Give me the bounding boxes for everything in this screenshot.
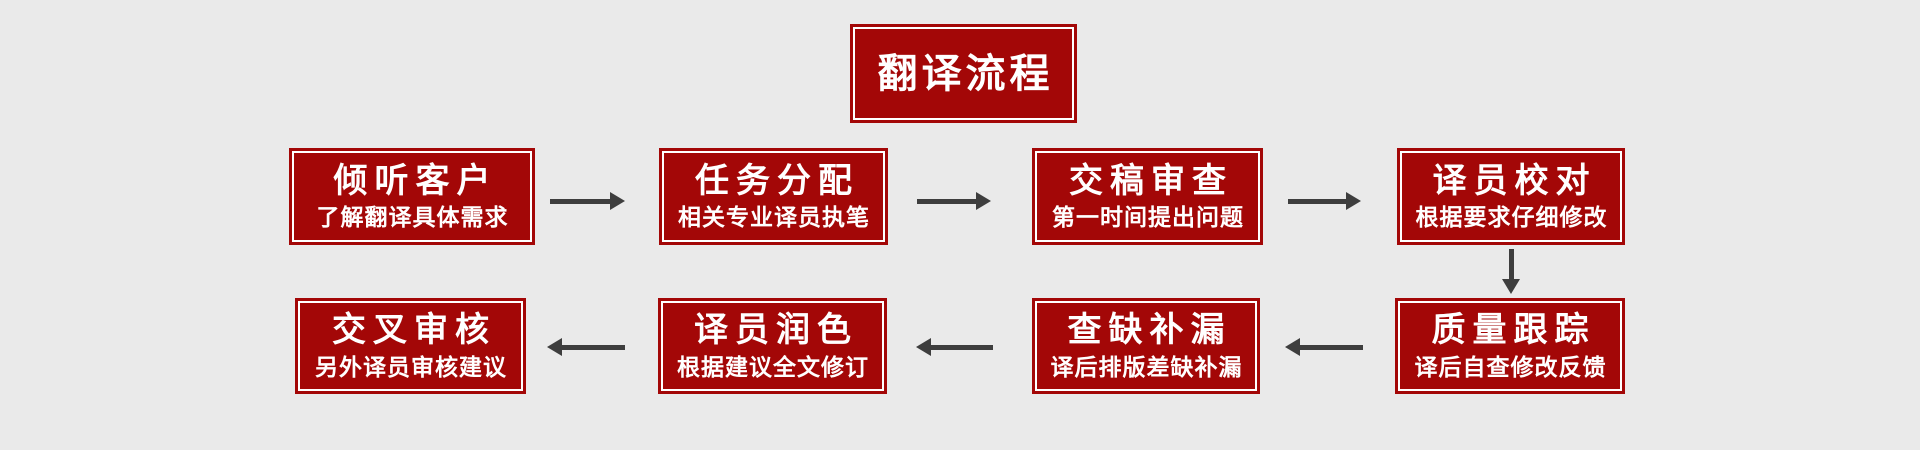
node-title: 译员润色 xyxy=(694,311,858,350)
node-inner: 交叉审核 另外译员审核建议 xyxy=(298,301,523,391)
node-inner: 倾听客户 了解翻译具体需求 xyxy=(292,151,532,242)
node-title: 查缺补漏 xyxy=(1067,311,1232,350)
node-subtitle: 另外译员审核建议 xyxy=(315,353,507,380)
node-subtitle: 译后自查修改反馈 xyxy=(1414,353,1607,380)
node-inner: 交稿审查 第一时间提出问题 xyxy=(1035,151,1260,242)
node-title: 倾听客户 xyxy=(333,161,498,200)
flow-node-task-assignment: 任务分配 相关专业译员执笔 xyxy=(659,148,888,245)
arrow-head xyxy=(1285,338,1300,356)
flow-node-listen-to-client: 倾听客户 了解翻译具体需求 xyxy=(289,148,535,245)
arrow-shaft xyxy=(1508,249,1514,279)
arrow-shaft xyxy=(931,344,993,350)
node-inner: 译员润色 根据建议全文修订 xyxy=(661,301,884,391)
arrow-head xyxy=(1502,279,1520,294)
arrow-head xyxy=(610,192,625,210)
node-title: 交稿审查 xyxy=(1069,161,1233,200)
arrow-left-icon xyxy=(547,338,625,356)
flow-node-quality-tracking: 质量跟踪 译后自查修改反馈 xyxy=(1395,298,1625,394)
arrow-head xyxy=(547,338,562,356)
flowchart-title-box: 翻译流程 xyxy=(850,24,1077,123)
node-inner: 译员校对 根据要求仔细修改 xyxy=(1400,151,1622,242)
arrow-down-icon xyxy=(1502,249,1520,294)
flowchart-title: 翻译流程 xyxy=(877,51,1054,96)
flow-node-draft-review: 交稿审查 第一时间提出问题 xyxy=(1032,148,1263,245)
arrow-left-icon xyxy=(1285,338,1363,356)
arrow-shaft xyxy=(562,344,625,350)
arrow-shaft xyxy=(1300,344,1363,350)
arrow-right-icon xyxy=(550,192,625,210)
arrow-head xyxy=(1346,192,1361,210)
arrow-head xyxy=(976,192,991,210)
flowchart-title-inner: 翻译流程 xyxy=(853,27,1074,120)
flow-node-cross-review: 交叉审核 另外译员审核建议 xyxy=(295,298,526,394)
arrow-head xyxy=(916,338,931,356)
arrow-shaft xyxy=(917,198,976,204)
node-title: 译员校对 xyxy=(1432,161,1597,200)
node-title: 任务分配 xyxy=(695,161,859,200)
arrow-right-icon xyxy=(1288,192,1361,210)
flow-node-gap-filling: 查缺补漏 译后排版差缺补漏 xyxy=(1032,298,1260,394)
node-subtitle: 根据要求仔细修改 xyxy=(1415,204,1608,231)
flow-node-translator-proofread: 译员校对 根据要求仔细修改 xyxy=(1397,148,1625,245)
node-subtitle: 第一时间提出问题 xyxy=(1052,204,1244,231)
node-subtitle: 相关专业译员执笔 xyxy=(678,204,870,231)
flow-node-translator-polishing: 译员润色 根据建议全文修订 xyxy=(658,298,887,394)
arrow-left-icon xyxy=(916,338,993,356)
arrow-right-icon xyxy=(917,192,991,210)
node-inner: 任务分配 相关专业译员执笔 xyxy=(662,151,885,242)
node-inner: 查缺补漏 译后排版差缺补漏 xyxy=(1035,301,1257,391)
node-subtitle: 译后排版差缺补漏 xyxy=(1050,353,1243,380)
arrow-shaft xyxy=(1288,198,1346,204)
node-title: 交叉审核 xyxy=(332,311,496,350)
node-title: 质量跟踪 xyxy=(1431,311,1596,350)
node-subtitle: 根据建议全文修订 xyxy=(677,353,869,380)
node-inner: 质量跟踪 译后自查修改反馈 xyxy=(1398,301,1622,391)
node-subtitle: 了解翻译具体需求 xyxy=(316,204,509,231)
arrow-shaft xyxy=(550,198,610,204)
